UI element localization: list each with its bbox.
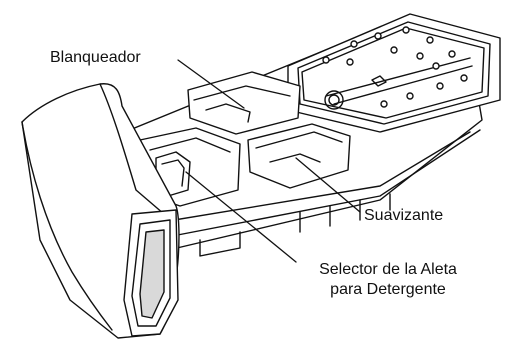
detergent-flap-selector-label: Selector de la Aleta para Detergente bbox=[278, 260, 498, 300]
bleach-label: Blanqueador bbox=[50, 49, 141, 66]
leader-lines bbox=[177, 59, 361, 263]
tray-lid bbox=[287, 13, 501, 133]
softener-compartment bbox=[247, 123, 351, 189]
detergent-flap-selector-label-line2: para Detergente bbox=[330, 281, 446, 298]
lid-holes bbox=[322, 26, 468, 108]
softener-label: Suavizante bbox=[364, 207, 444, 224]
drawer-front-handle bbox=[21, 83, 180, 339]
leader-line-bleach bbox=[177, 59, 245, 109]
leader-line-selector bbox=[185, 171, 297, 263]
leader-line-softener bbox=[295, 157, 361, 213]
detergent-flap-selector-label-line1: Selector de la Aleta bbox=[319, 261, 457, 278]
